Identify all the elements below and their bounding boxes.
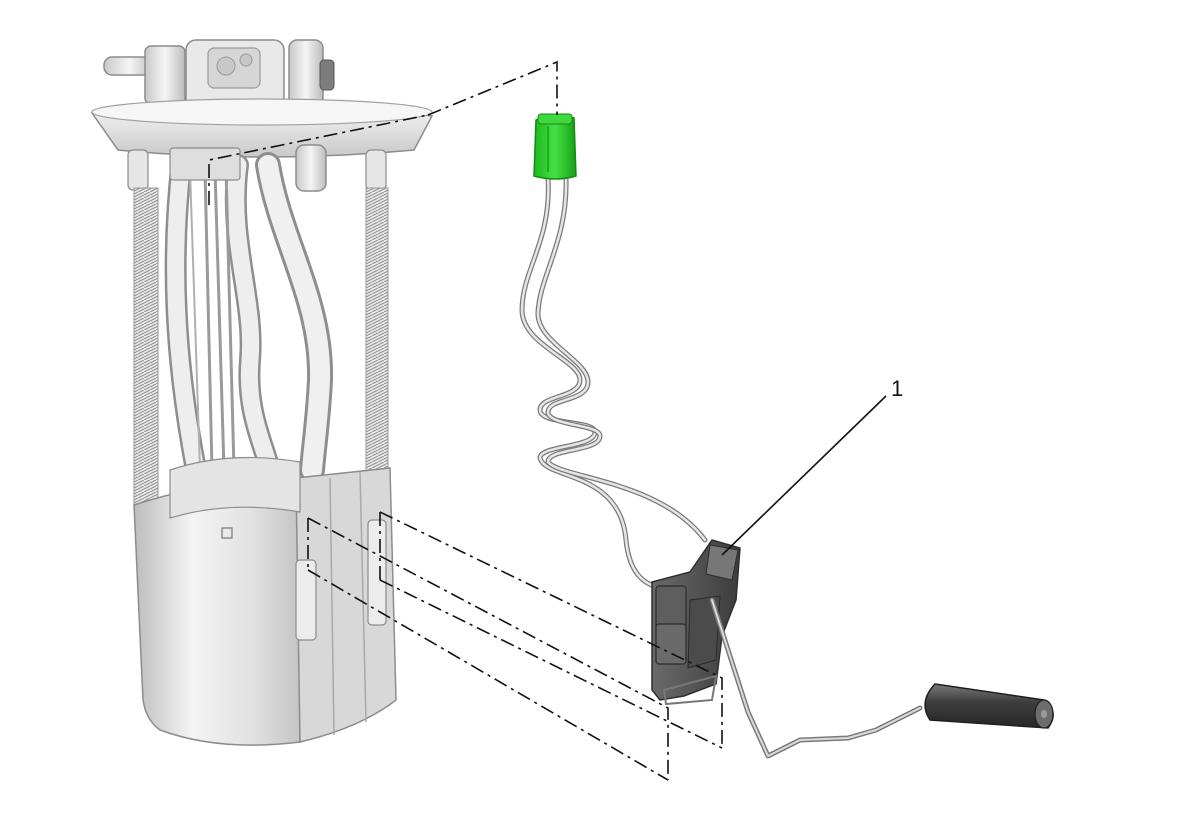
top-fittings	[103, 39, 335, 115]
callout-leader-line	[721, 395, 887, 556]
guide-rods	[127, 149, 389, 509]
callout-label-1: 1	[891, 376, 903, 401]
flange-connector-block	[169, 147, 241, 181]
alignment-lines	[208, 60, 723, 781]
fuel-level-sensor	[651, 539, 741, 706]
module-flange	[90, 98, 434, 158]
callout-1: 1	[721, 376, 903, 556]
float-arm	[709, 597, 923, 759]
fuel-level-sensor-connector	[533, 113, 577, 180]
fuel-reservoir	[133, 456, 397, 746]
vent-tube	[295, 144, 327, 192]
fuel-pump-module	[90, 39, 434, 746]
sensor-harness	[519, 175, 708, 591]
fuel-level-float	[924, 683, 1054, 729]
fuel-lines	[164, 149, 334, 483]
